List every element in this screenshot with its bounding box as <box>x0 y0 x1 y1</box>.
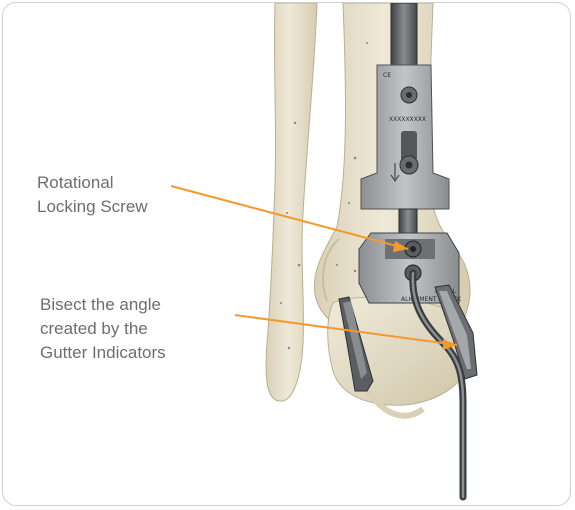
rotational-locking-screw-label: Rotational Locking Screw <box>37 171 148 219</box>
alignment-rod-upper <box>391 3 417 73</box>
part-number-label: XXXXXXXXX <box>389 116 426 123</box>
ankle-instrumentation-illustration: CE XXXXXXXXX DISTAL ALIGNMENT BLOCK <box>3 3 571 506</box>
ce-mark: CE <box>383 72 391 79</box>
illustration-panel: CE XXXXXXXXX DISTAL ALIGNMENT BLOCK <box>2 2 571 506</box>
bisect-angle-label: Bisect the angle created by the Gutter I… <box>40 293 166 365</box>
fibula-bone <box>266 3 317 401</box>
